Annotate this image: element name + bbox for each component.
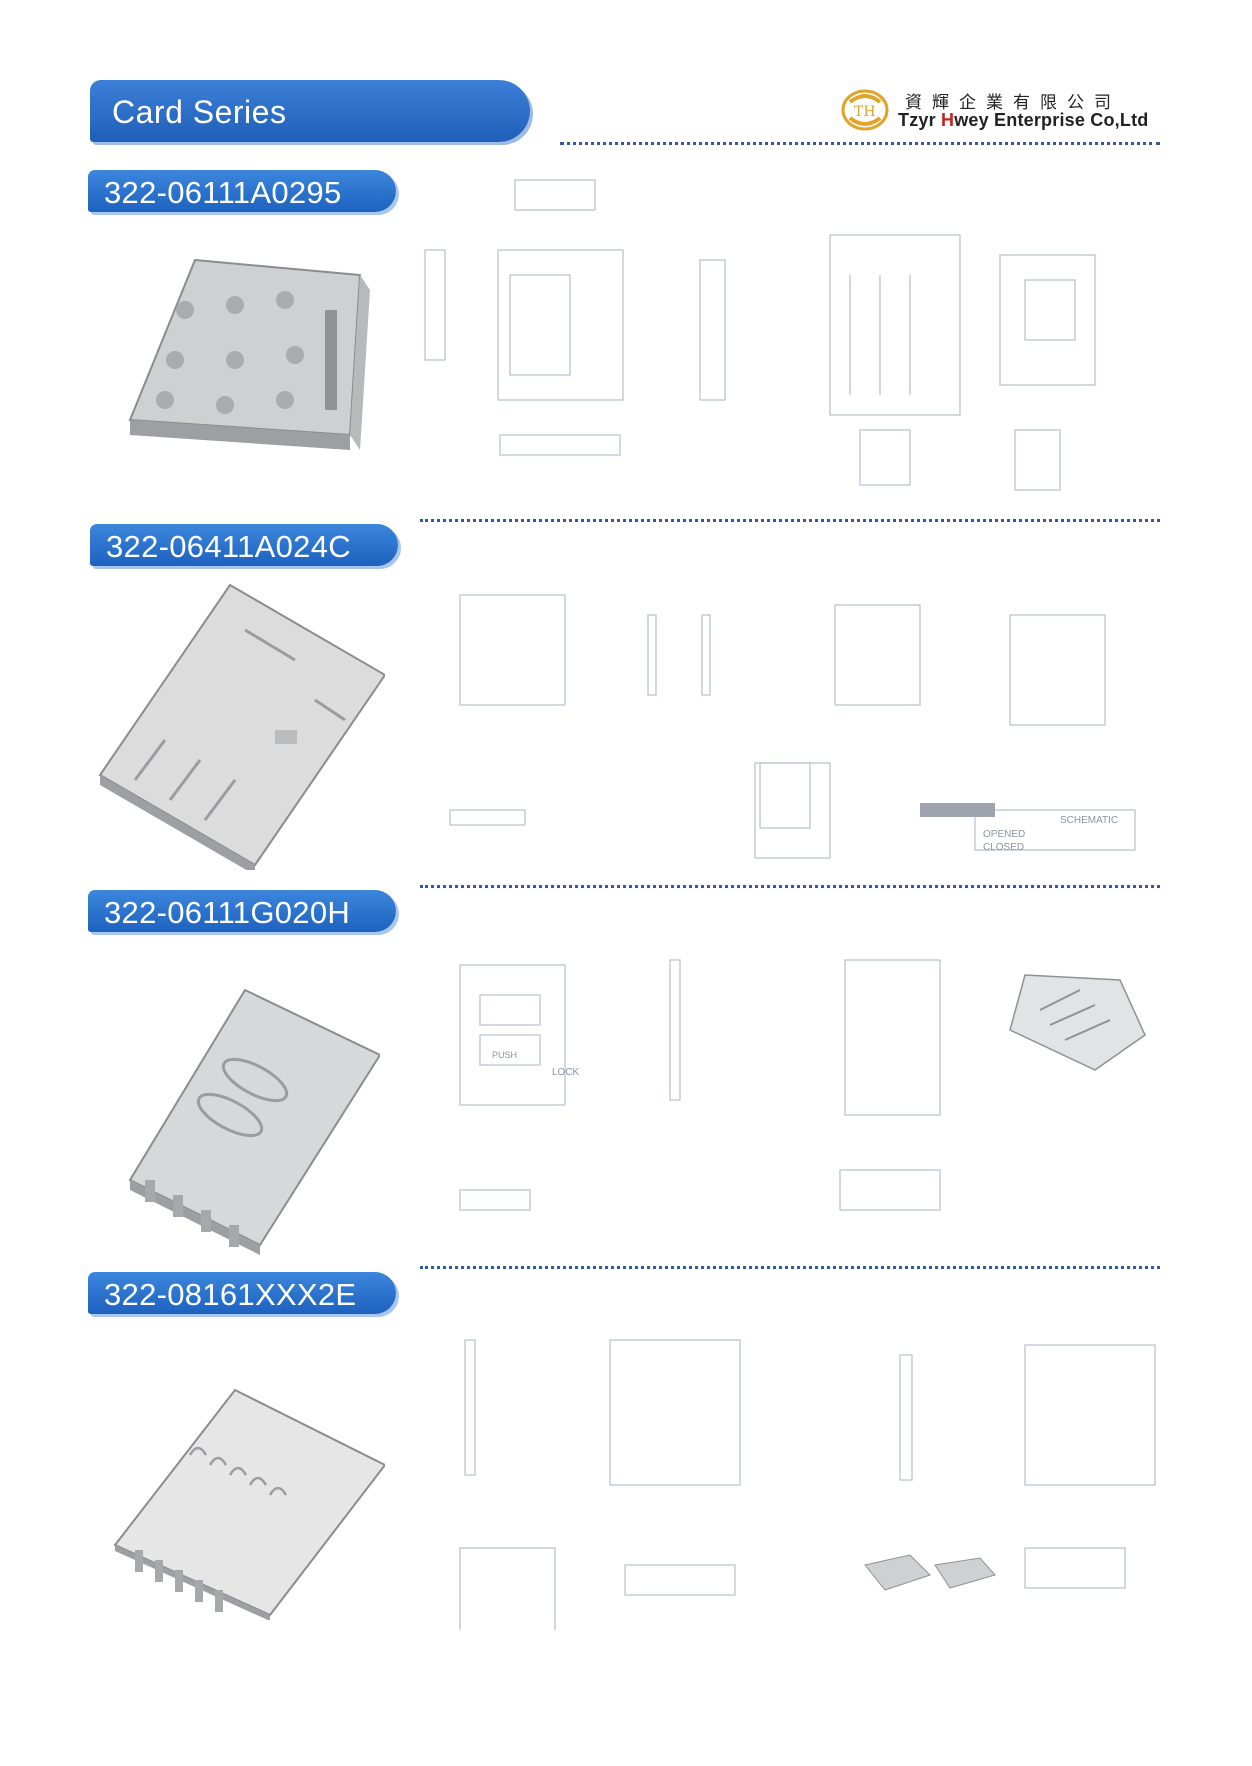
technical-drawing: OPENED CLOSED SCHEMATIC — [449, 594, 1136, 859]
label-opened: OPENED — [983, 829, 1025, 840]
divider-3 — [420, 1266, 1160, 1269]
part-number-label: 322-06111G020H — [88, 890, 396, 932]
company-name-english: Tzyr Hwey Enterprise Co,Ltd — [898, 110, 1149, 130]
divider-2 — [420, 885, 1160, 888]
label-closed: CLOSED — [983, 842, 1024, 853]
divider-1 — [420, 519, 1160, 522]
label-push: PUSH — [492, 1050, 517, 1060]
divider-header — [560, 142, 1160, 145]
technical-drawing — [459, 1339, 1156, 1630]
part-number-label: 322-08161XXX2E — [88, 1272, 396, 1314]
svg-text:TH: TH — [854, 104, 876, 120]
label-lock: LOCK — [552, 1067, 580, 1078]
series-banner: Card Series — [90, 80, 530, 142]
micro-sd-connector-icon — [113, 1388, 385, 1620]
tzyr-hwey-logo-icon: TH — [841, 89, 889, 131]
technical-drawing: LOCK PUSH — [459, 959, 1146, 1211]
label-schematic: SCHEMATIC — [1060, 815, 1118, 826]
sim-card-connector-icon — [128, 988, 380, 1255]
sim-card-connector-icon — [98, 583, 385, 870]
company-name-chinese: 資輝企業有限公司 — [905, 93, 1121, 113]
series-title: Card Series — [112, 94, 287, 130]
technical-drawing — [424, 179, 1096, 491]
part-number-label: 322-06411A024C — [90, 524, 398, 566]
part-number-label: 322-06111A0295 — [88, 170, 396, 212]
sim-card-connector-icon — [128, 258, 370, 450]
